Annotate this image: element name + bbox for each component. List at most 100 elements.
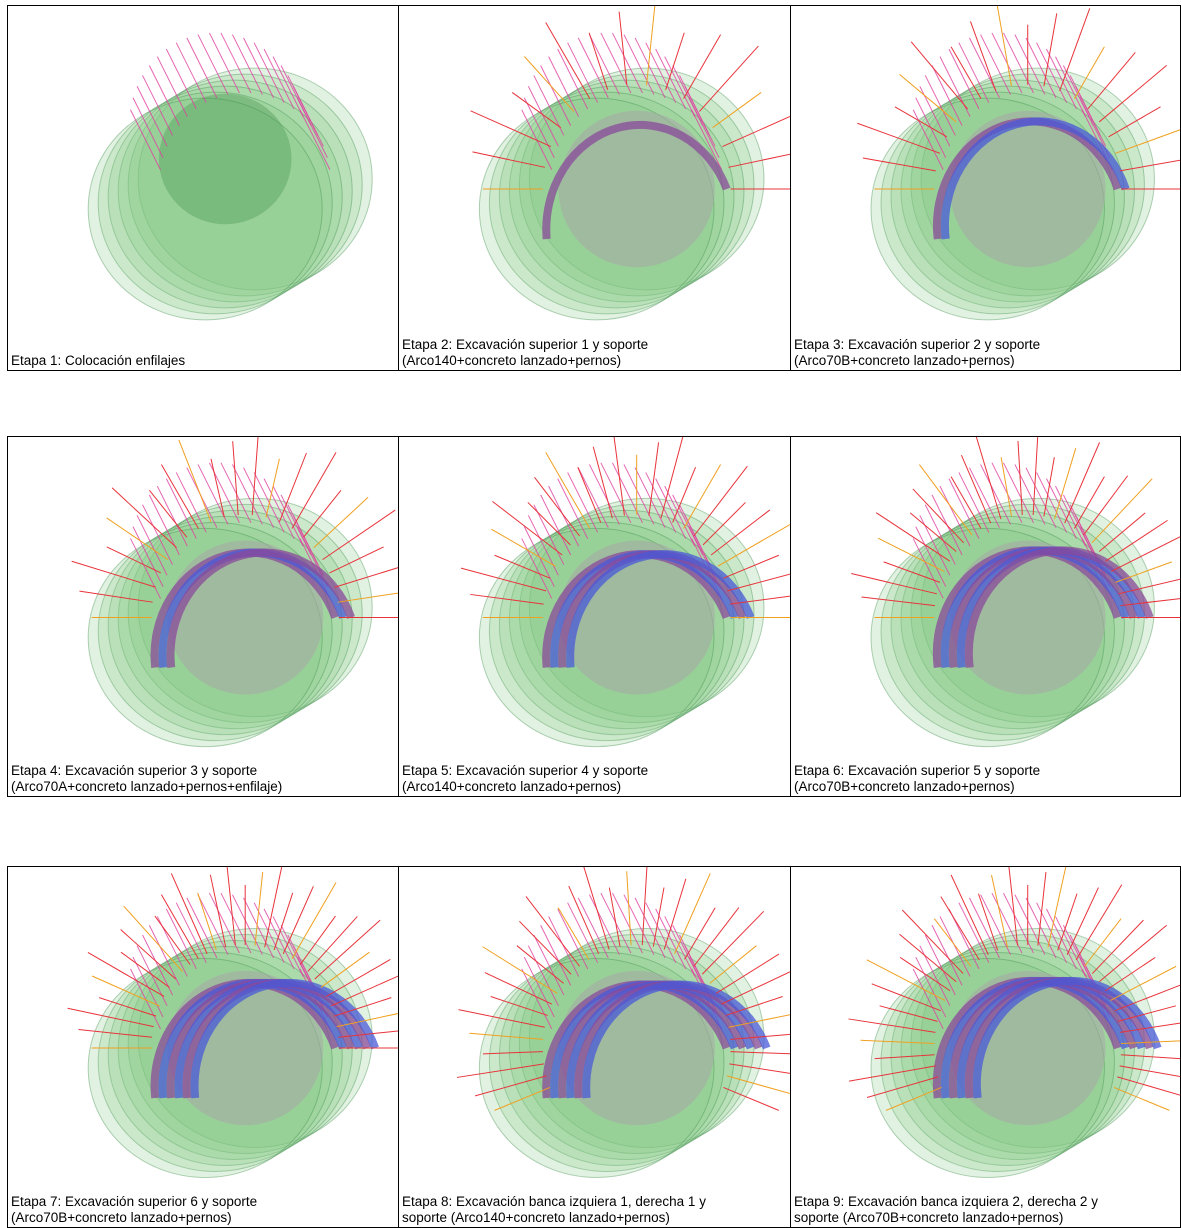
rock-shell — [127, 73, 363, 297]
bolt-line — [975, 437, 1002, 520]
spiles — [521, 462, 723, 599]
bolt-line — [715, 953, 780, 994]
bolt-line — [877, 537, 945, 572]
spile-line — [688, 97, 720, 158]
spile-line — [142, 75, 173, 136]
stage-caption: Etapa 1: Colocación enfilajes — [11, 353, 395, 369]
spile-line — [655, 478, 687, 539]
bolt-line — [210, 458, 225, 518]
spile-line — [588, 464, 620, 525]
spile-line — [577, 897, 609, 959]
tunnel-render — [470, 6, 790, 321]
spile-line — [912, 538, 944, 599]
bolt-line — [232, 441, 239, 516]
bolt-line — [684, 907, 716, 960]
tunnel-face — [158, 93, 292, 225]
bolt-line — [665, 32, 685, 90]
spile-line — [231, 34, 263, 95]
bolt-line — [672, 466, 697, 523]
spile-line — [243, 467, 274, 528]
spile-line — [292, 86, 324, 147]
spile-line — [220, 892, 252, 954]
stage-panel-8: Etapa 8: Excavación banca izquiera 1, de… — [398, 866, 791, 1228]
bolt-line — [278, 452, 307, 523]
spiles — [130, 32, 331, 170]
bolt-line — [1098, 924, 1167, 983]
spile-line — [664, 56, 696, 117]
bolt-line — [525, 896, 580, 967]
bolt-line — [894, 106, 948, 138]
spile-line — [939, 485, 971, 547]
spile-line — [208, 892, 240, 954]
bolt-line — [883, 561, 941, 583]
spile-line — [924, 75, 956, 136]
spile-line — [548, 916, 580, 977]
bolt-line — [723, 554, 780, 579]
spile-line — [1025, 467, 1057, 528]
spile-line — [557, 908, 589, 970]
spile-line — [175, 42, 207, 103]
bolt-line — [970, 21, 997, 92]
spile-line — [645, 42, 677, 103]
spile-line — [1025, 37, 1057, 99]
tunnel-model — [456, 867, 790, 1178]
spile-line — [1014, 34, 1046, 95]
tunnel-model — [71, 437, 398, 748]
spile-line — [612, 462, 643, 524]
spile-line — [148, 924, 180, 986]
spile-line — [1046, 48, 1077, 110]
stage-panel-4: Etapa 4: Excavación superior 3 y soporte… — [7, 436, 399, 797]
stage-caption: Etapa 9: Excavación banca izquiera 2, de… — [794, 1194, 1177, 1226]
bolt-line — [197, 892, 217, 951]
stage-caption: Etapa 8: Excavación banca izquiera 1, de… — [402, 1194, 787, 1226]
spile-line — [1025, 897, 1057, 959]
tunnel-render — [87, 32, 373, 321]
bolt-line — [1118, 578, 1180, 595]
bolt-line — [1119, 1022, 1180, 1033]
caption-line-2: (Arco140+concreto lanzado+pernos) — [402, 353, 622, 368]
stage-caption: Etapa 4: Excavación superior 3 y soporte… — [11, 763, 395, 795]
caption-line-1: Etapa 8: Excavación banca izquiera 1, de… — [402, 1194, 706, 1209]
bolt-line — [472, 151, 545, 168]
caption-line-1: Etapa 3: Excavación superior 2 y soporte — [794, 337, 1041, 352]
spile-line — [253, 902, 285, 963]
bolt-line — [320, 951, 370, 988]
spile-line — [600, 32, 632, 94]
spile-line — [969, 897, 1000, 959]
bolt-line — [1110, 536, 1180, 572]
bolt-line — [1115, 129, 1180, 154]
bolt-line — [303, 489, 342, 538]
bolt-line — [545, 22, 591, 99]
spile-line — [130, 968, 161, 1030]
bolt-line — [154, 915, 191, 965]
bolt-line — [326, 959, 391, 997]
caption-line-1: Etapa 6: Excavación superior 5 y soporte — [794, 763, 1041, 778]
bolt-line — [1054, 448, 1077, 520]
spile-line — [1003, 462, 1034, 524]
rock-bolts — [851, 437, 1180, 618]
bolt-line — [1113, 1086, 1170, 1111]
caption-line-2: (Arco70B+concreto lanzado+pernos) — [794, 779, 1015, 794]
spile-line — [915, 956, 947, 1018]
caption-line-2: (Arco140+concreto lanzado+pernos) — [402, 779, 622, 794]
rock-shell — [107, 85, 343, 309]
tunnel-render — [848, 867, 1180, 1178]
spile-line — [577, 37, 609, 99]
bolt-line — [264, 867, 283, 948]
tunnel-render — [851, 437, 1180, 748]
spile-line — [919, 86, 951, 147]
spile-line — [645, 902, 677, 963]
spile-line — [1036, 42, 1068, 103]
spile-line — [136, 86, 168, 147]
spiles — [521, 32, 723, 170]
spile-line — [612, 32, 643, 94]
caption-line-1: Etapa 7: Excavación superior 6 y soporte — [11, 1194, 258, 1209]
bolt-line — [106, 517, 169, 561]
lining-ring — [941, 117, 1130, 240]
bolt-line — [78, 1028, 153, 1038]
bolt-line — [1064, 442, 1101, 524]
lining-ring — [582, 980, 771, 1099]
bolt-line — [899, 933, 957, 983]
spile-line — [1003, 32, 1034, 94]
spile-line — [1014, 894, 1046, 955]
